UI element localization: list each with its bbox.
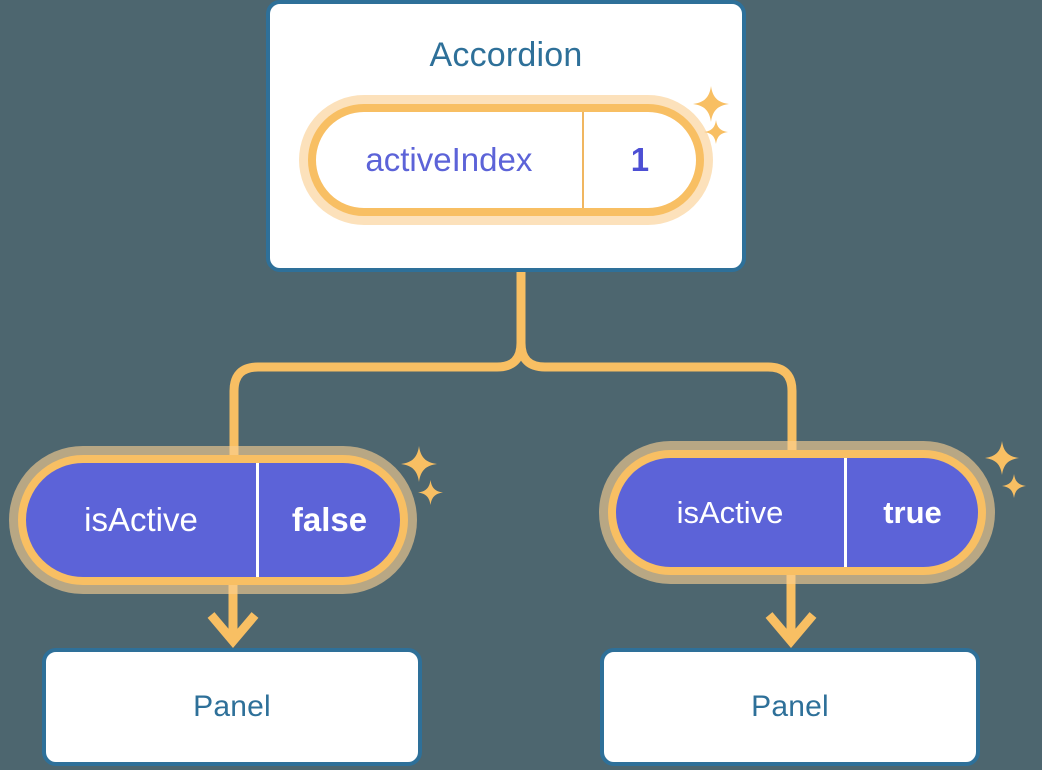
sparkle-icon [1002,474,1026,498]
state-value-label: false [256,463,400,577]
page-title: Accordion [429,36,583,74]
state-pill-is-active-right[interactable]: isActive true [608,450,986,575]
state-key-label: isActive [84,501,198,538]
state-pill-is-active-left[interactable]: isActive false [18,455,408,585]
panel-title: Panel [751,690,829,723]
connector-root-to-left [229,272,526,455]
sparkle-icon [693,86,729,122]
panel-component-box-right[interactable]: Panel [600,648,980,766]
sparkle-icon [418,480,443,505]
sparkle-icon [704,120,728,144]
arrow-head-right [765,612,817,648]
panel-component-box-left[interactable]: Panel [42,648,422,766]
state-key-label: isActive [676,494,784,530]
state-value-label: true [844,458,978,567]
state-value-label: 1 [581,112,696,208]
sparkle-icon [401,446,437,482]
connector-root-to-right [516,272,797,450]
panel-title: Panel [193,690,271,723]
sparkle-icon [985,441,1019,475]
state-pill-active-index[interactable]: activeIndex 1 [308,104,704,216]
state-key-label: activeIndex [365,141,533,178]
arrow-head-left [207,612,259,648]
